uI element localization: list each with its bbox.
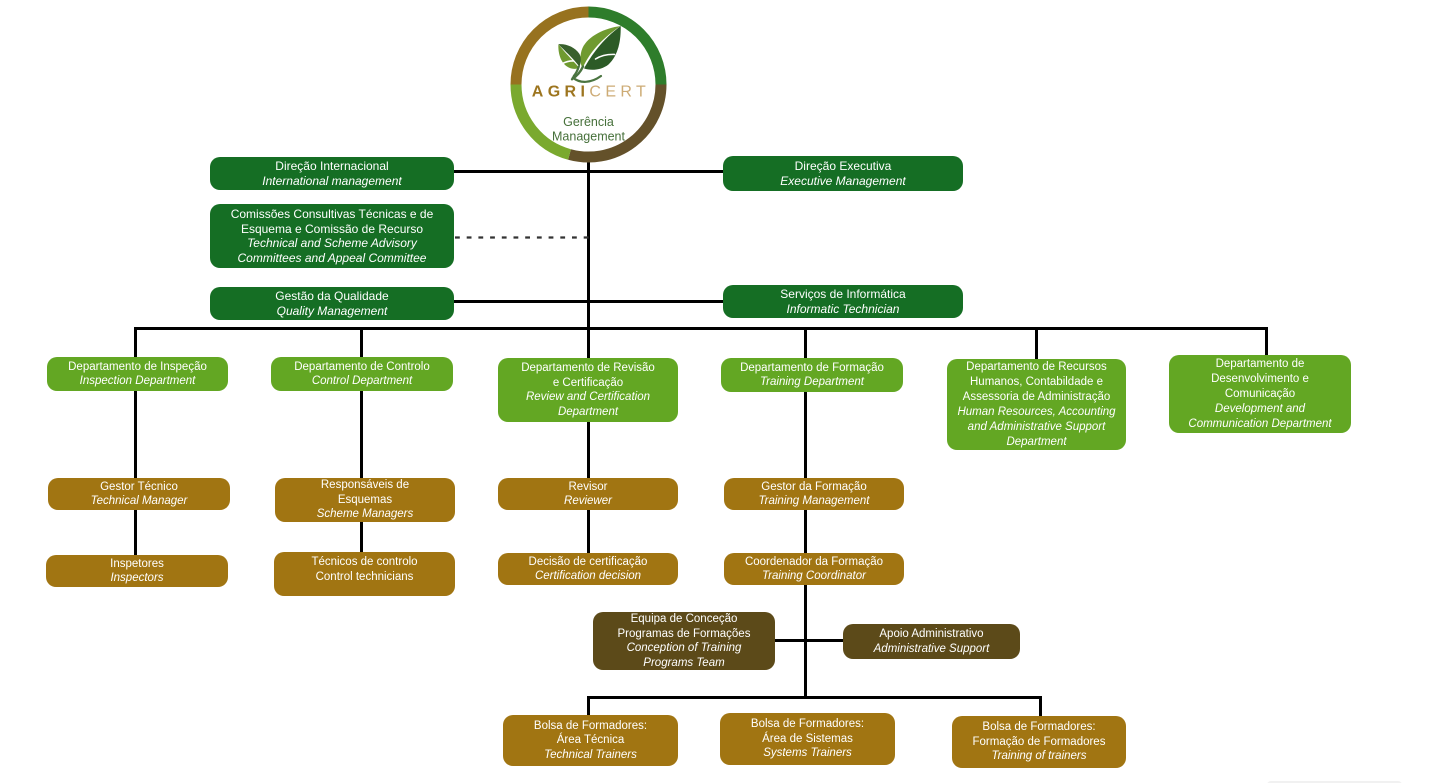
svg-text:AGRICERT: AGRICERT <box>532 84 650 101</box>
svg-text:Management: Management <box>552 130 625 144</box>
svg-text:Gerência: Gerência <box>563 115 614 129</box>
